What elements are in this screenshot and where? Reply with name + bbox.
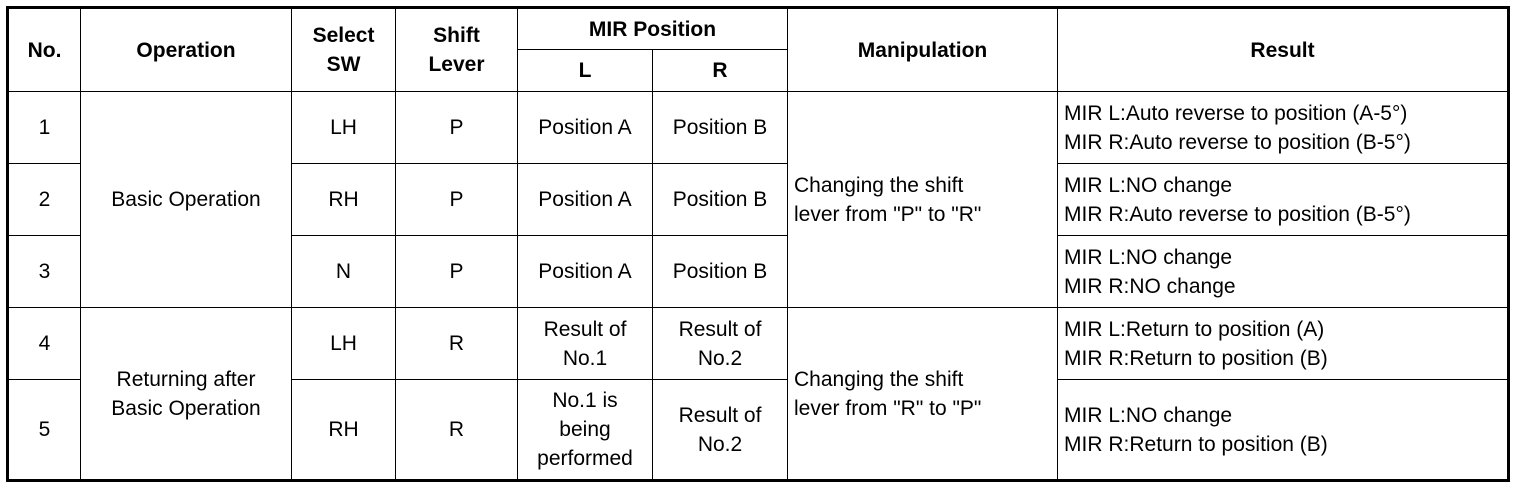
cell-manipulation-line: lever from "P" to "R" xyxy=(794,202,982,226)
cell-manipulation: Changing the shift lever from "P" to "R" xyxy=(787,91,1059,308)
cell-result-line: MIR L:Auto reverse to position (A-5°) xyxy=(1064,101,1408,125)
cell-mir-l-line: performed xyxy=(537,447,633,470)
cell-no: 5 xyxy=(7,379,81,481)
cell-select-sw: LH xyxy=(291,91,396,164)
cell-no: 3 xyxy=(7,235,81,308)
cell-mir-r-line: Position B xyxy=(672,260,768,283)
cell-mir-l-line: being xyxy=(559,418,611,441)
cell-result-line: MIR L:NO change xyxy=(1064,403,1233,427)
header-select-sw-line: SW xyxy=(326,53,361,76)
cell-no: 4 xyxy=(7,307,81,380)
header-manipulation: Manipulation xyxy=(787,7,1059,92)
cell-result: MIR L:Return to position (A) MIR R:Retur… xyxy=(1057,307,1510,380)
cell-shift-lever: P xyxy=(395,91,518,164)
cell-mir-r-line: Position B xyxy=(672,188,768,211)
cell-mir-r-line: No.2 xyxy=(697,432,743,456)
cell-result-line: MIR R:Return to position (B) xyxy=(1064,346,1328,370)
header-mir-l: L xyxy=(517,49,653,92)
cell-mir-l: Position A xyxy=(517,91,653,164)
cell-mir-r: Position B xyxy=(651,91,789,164)
cell-result-line: MIR R:Auto reverse to position (B-5°) xyxy=(1064,202,1411,226)
cell-result-line: MIR L:NO change xyxy=(1064,173,1233,197)
cell-result: MIR L:NO change MIR R:Return to position… xyxy=(1057,379,1510,481)
cell-select-sw: RH xyxy=(291,379,396,481)
cell-mir-l: Position A xyxy=(517,235,653,308)
cell-mir-r-line: Result of xyxy=(678,317,762,341)
cell-no: 2 xyxy=(7,163,81,236)
cell-mir-r: Position B xyxy=(651,163,789,236)
header-result: Result xyxy=(1057,7,1510,92)
cell-mir-r: Result of No.2 xyxy=(651,307,789,380)
mir-operation-table: No. Operation Select SW Shift Lever MIR … xyxy=(6,6,1511,482)
cell-manipulation-line: Changing the shift xyxy=(794,367,964,391)
cell-operation-line: Returning after xyxy=(116,367,256,391)
table-row: 1 Basic Operation LH P Position A Positi… xyxy=(7,91,1510,308)
cell-shift-lever: R xyxy=(395,307,518,380)
cell-operation: Basic Operation xyxy=(80,91,292,308)
cell-manipulation-line: Changing the shift xyxy=(794,173,964,197)
cell-mir-l-line: No.1 xyxy=(562,346,608,370)
cell-no: 1 xyxy=(7,91,81,164)
cell-result: MIR L:NO change MIR R:NO change xyxy=(1057,235,1510,308)
cell-operation-line: Basic Operation xyxy=(111,396,261,420)
cell-mir-r: Position B xyxy=(651,235,789,308)
cell-shift-lever: P xyxy=(395,163,518,236)
cell-mir-l-line: Position A xyxy=(538,188,632,211)
cell-operation: Returning after Basic Operation xyxy=(80,307,292,481)
header-select-sw: Select SW xyxy=(291,7,396,92)
cell-mir-l: Result of No.1 xyxy=(517,307,653,380)
cell-result-line: MIR R:Auto reverse to position (B-5°) xyxy=(1064,130,1411,154)
cell-result-line: MIR R:Return to position (B) xyxy=(1064,432,1328,456)
cell-shift-lever: P xyxy=(395,235,518,308)
cell-mir-l: No.1 is being performed xyxy=(517,379,653,481)
cell-shift-lever: R xyxy=(395,379,518,481)
cell-select-sw: RH xyxy=(291,163,396,236)
table-row: 5 RH R No.1 is being performed Result of… xyxy=(7,379,1510,481)
cell-result-line: MIR L:Return to position (A) xyxy=(1064,317,1325,341)
header-shift-lever: Shift Lever xyxy=(395,7,518,92)
header-no: No. xyxy=(7,7,81,92)
cell-result-line: MIR L:NO change xyxy=(1064,245,1233,269)
cell-mir-r-line: Result of xyxy=(678,403,762,427)
header-mir-r: R xyxy=(651,49,789,92)
cell-mir-l-line: Position A xyxy=(538,260,632,283)
cell-mir-l: Position A xyxy=(517,163,653,236)
cell-mir-r-line: Position B xyxy=(672,116,768,139)
header-select-sw-line: Select xyxy=(312,24,375,47)
cell-result: MIR L:Auto reverse to position (A-5°) MI… xyxy=(1057,91,1510,164)
header-mir-position: MIR Position xyxy=(516,7,789,50)
cell-mir-l-line: Position A xyxy=(538,116,632,139)
cell-select-sw: LH xyxy=(291,307,396,380)
header-shift-lever-line: Lever xyxy=(428,53,485,76)
header-shift-lever-line: Shift xyxy=(433,24,480,47)
cell-select-sw: N xyxy=(291,235,396,308)
header-operation: Operation xyxy=(80,7,292,92)
cell-manipulation-line: lever from "R" to "P" xyxy=(794,396,982,420)
table-row: 2 RH P Position A Position B MIR L:NO ch… xyxy=(7,163,1510,236)
cell-mir-r: Result of No.2 xyxy=(651,379,789,481)
cell-mir-r-line: No.2 xyxy=(697,346,743,370)
table-row: 3 N P Position A Position B MIR L:NO cha… xyxy=(7,235,1510,308)
cell-manipulation: Changing the shift lever from "R" to "P" xyxy=(787,307,1059,481)
cell-mir-l-line: No.1 is xyxy=(552,389,618,412)
cell-result-line: MIR R:NO change xyxy=(1064,274,1236,298)
table-row: 4 Returning after Basic Operation LH R R… xyxy=(7,307,1510,481)
cell-result: MIR L:NO change MIR R:Auto reverse to po… xyxy=(1057,163,1510,236)
cell-mir-l-line: Result of xyxy=(543,317,627,341)
